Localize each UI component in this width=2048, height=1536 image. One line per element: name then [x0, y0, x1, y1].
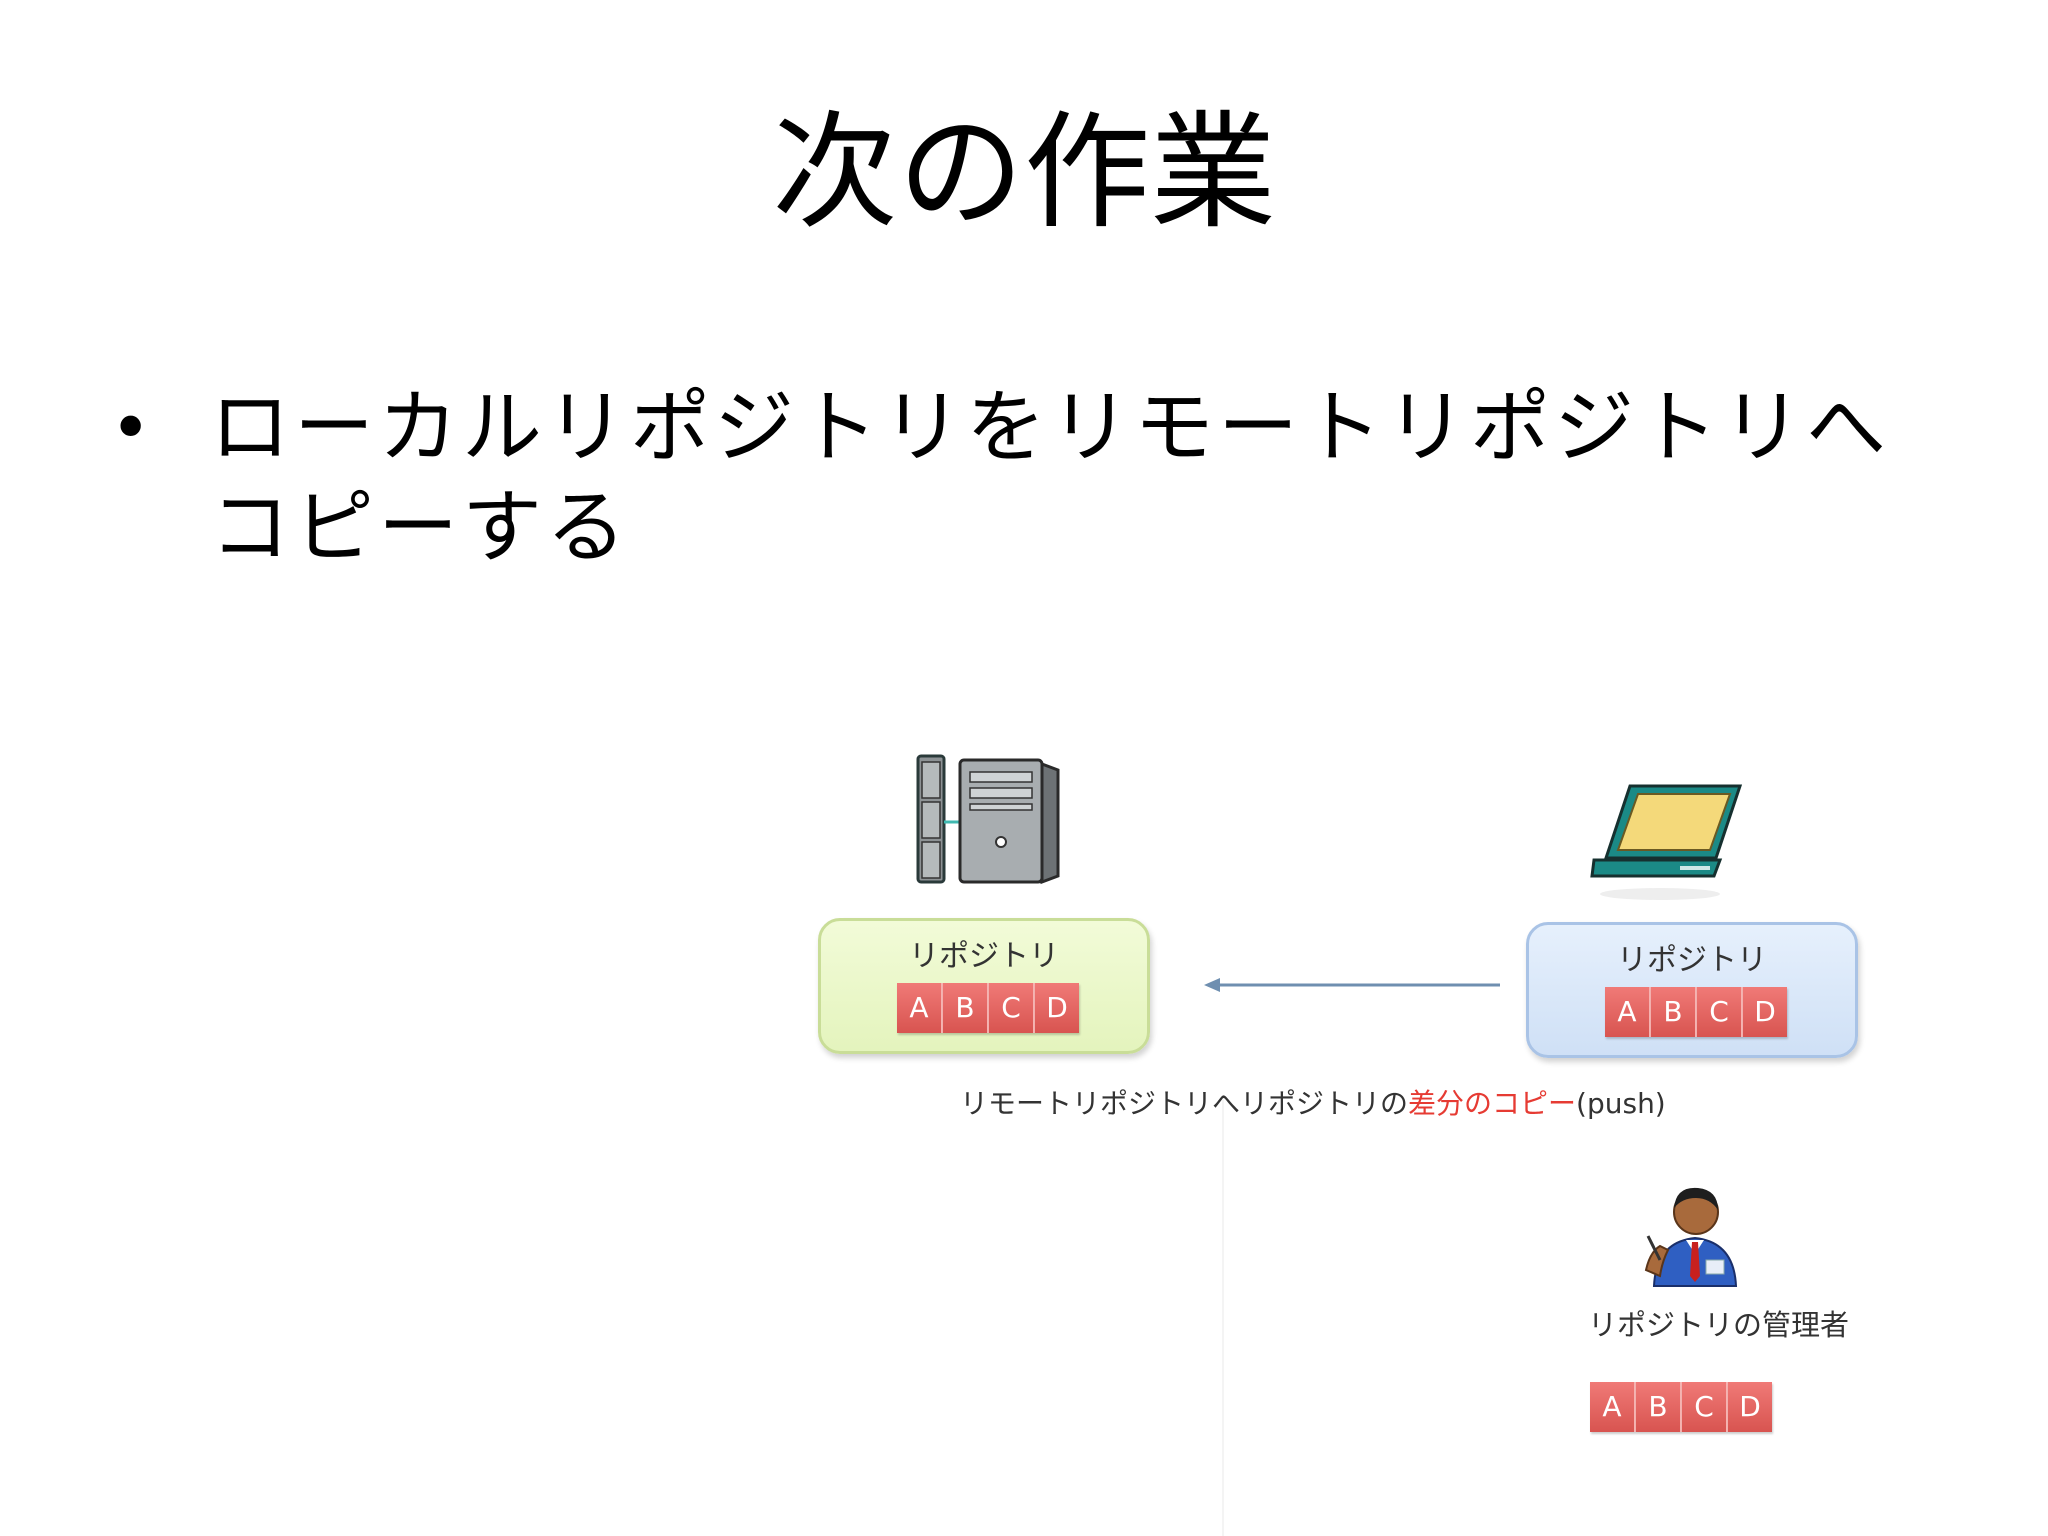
- bullet-marker: •: [110, 387, 152, 469]
- bullet-item: • ローカルリポジトリをリモートリポジトリへコピーする: [110, 378, 1940, 578]
- commit-cell: B: [1651, 987, 1697, 1037]
- commit-cell: B: [943, 983, 989, 1033]
- push-caption: リモートリポジトリへリポジトリの差分のコピー(push): [960, 1082, 1760, 1122]
- laptop-icon: [1590, 784, 1743, 900]
- admin-commit-list: A B C D: [1590, 1382, 1772, 1432]
- push-arrow: [1204, 978, 1500, 992]
- bullet-text: ローカルリポジトリをリモートリポジトリへコピーする: [210, 381, 1890, 574]
- commit-cell: D: [1728, 1382, 1772, 1432]
- local-repository-box: リポジトリ A B C D: [1526, 922, 1858, 1058]
- caption-suffix: (push): [1576, 1087, 1666, 1120]
- commit-cell: A: [1590, 1382, 1636, 1432]
- commit-cell: A: [1605, 987, 1651, 1037]
- commit-cell: C: [1697, 987, 1743, 1037]
- commit-cell: A: [897, 983, 943, 1033]
- commit-cell: D: [1035, 983, 1079, 1033]
- caption-highlight: 差分のコピー: [1408, 1087, 1577, 1120]
- server-icon: [916, 754, 1060, 885]
- remote-repository-box: リポジトリ A B C D: [818, 918, 1150, 1054]
- remote-commit-list: A B C D: [897, 983, 1079, 1033]
- commit-cell: C: [1682, 1382, 1728, 1432]
- local-commit-list: A B C D: [1605, 987, 1787, 1037]
- commit-cell: B: [1636, 1382, 1682, 1432]
- commit-cell: C: [989, 983, 1035, 1033]
- remote-repository-label: リポジトリ: [909, 939, 1059, 974]
- local-repository-label: リポジトリ: [1617, 943, 1767, 978]
- administrator-label: リポジトリの管理者: [1588, 1308, 1850, 1342]
- slide-title: 次の作業: [772, 99, 1276, 246]
- divider-line: [1222, 1100, 1224, 1536]
- commit-cell: D: [1743, 987, 1787, 1037]
- administrator-icon: [1644, 1187, 1738, 1287]
- caption-prefix: リモートリポジトリへリポジトリの: [960, 1087, 1409, 1120]
